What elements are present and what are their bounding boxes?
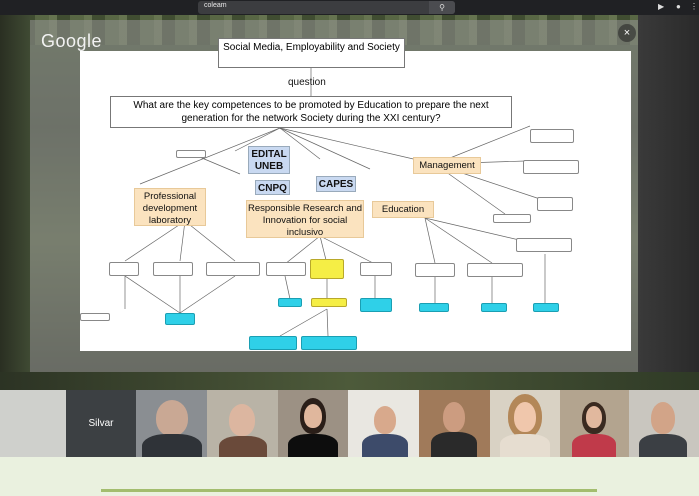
close-icon[interactable]: × <box>618 24 636 42</box>
participant-tile[interactable] <box>490 390 560 457</box>
participant-face <box>156 400 188 436</box>
participant-body <box>219 436 267 457</box>
map-leaf-node <box>153 262 193 276</box>
professional-development-node: Professional development laboratory <box>134 188 206 226</box>
map-leaf-node <box>523 160 579 174</box>
map-leaf-node <box>109 262 139 276</box>
participant-body <box>142 434 202 457</box>
participant-body <box>639 434 687 457</box>
map-leaf-node <box>530 129 574 143</box>
map-highlight-node <box>310 259 344 279</box>
question-node: What are the key competences to be promo… <box>110 96 512 128</box>
camera-icon[interactable]: ▶ <box>658 2 665 11</box>
participant-face <box>374 406 396 434</box>
participant-tile[interactable] <box>136 390 207 457</box>
map-cyan-node <box>481 303 507 312</box>
capes-node: CAPES <box>316 176 356 192</box>
google-logo: Google <box>41 31 103 51</box>
participant-face <box>443 402 465 432</box>
participant-face <box>651 402 675 434</box>
map-highlight-node <box>311 298 347 307</box>
participant-tile[interactable] <box>0 390 66 457</box>
participant-face <box>229 404 255 436</box>
map-leaf-node <box>266 262 306 276</box>
participant-tile[interactable] <box>629 390 699 457</box>
management-node: Management <box>413 157 481 174</box>
map-leaf-node <box>360 262 392 276</box>
map-leaf-node <box>206 262 260 276</box>
map-leaf-node <box>467 263 523 277</box>
participant-face <box>304 404 322 428</box>
video-bottom-strip <box>0 372 699 390</box>
video-right-edge <box>638 15 699 390</box>
participant-body <box>572 434 616 457</box>
map-cyan-node <box>301 336 357 350</box>
participant-tile[interactable] <box>207 390 278 457</box>
map-leaf-node <box>415 263 455 277</box>
footer-divider <box>101 489 597 492</box>
map-leaf-node <box>516 238 572 252</box>
map-leaf-node <box>493 214 531 223</box>
responsible-research-node: Responsible Research and Innovation for … <box>246 200 364 238</box>
education-node: Education <box>372 201 434 218</box>
map-leaf-node <box>176 150 206 158</box>
participant-tile[interactable] <box>419 390 490 457</box>
participant-name-silvar[interactable]: Silvar <box>66 390 136 457</box>
map-cyan-node <box>278 298 302 307</box>
participant-body <box>362 434 408 457</box>
map-cyan-node <box>419 303 449 312</box>
participant-tile[interactable] <box>348 390 419 457</box>
map-cyan-node <box>165 313 195 325</box>
participant-body <box>500 434 550 457</box>
search-input[interactable]: coleam <box>204 2 227 9</box>
map-title-node: Social Media, Employability and Society <box>218 38 405 68</box>
participant-body <box>288 434 338 457</box>
participant-face <box>514 402 536 432</box>
cnpq-node: CNPQ <box>255 180 290 195</box>
participant-body <box>431 432 477 457</box>
participant-face <box>586 406 602 428</box>
edital-uneb-node: EDITAL UNEB <box>248 146 290 174</box>
menu-icon[interactable]: ⋮ <box>690 2 698 11</box>
question-link-label: question <box>288 77 326 88</box>
map-leaf-node <box>537 197 573 211</box>
map-cyan-node <box>249 336 297 350</box>
search-field[interactable]: coleam ⚲ <box>198 1 455 14</box>
participant-tile[interactable] <box>278 390 348 457</box>
video-left-edge <box>0 15 30 390</box>
participant-tile[interactable] <box>560 390 629 457</box>
map-leaf-node <box>80 313 110 321</box>
search-icon[interactable]: ⚲ <box>429 1 455 14</box>
map-cyan-node <box>533 303 559 312</box>
microphone-icon[interactable]: ● <box>676 2 681 11</box>
browser-top-bar: coleam ⚲ ▶ ● ⋮ <box>0 0 699 15</box>
map-cyan-node <box>360 298 392 312</box>
